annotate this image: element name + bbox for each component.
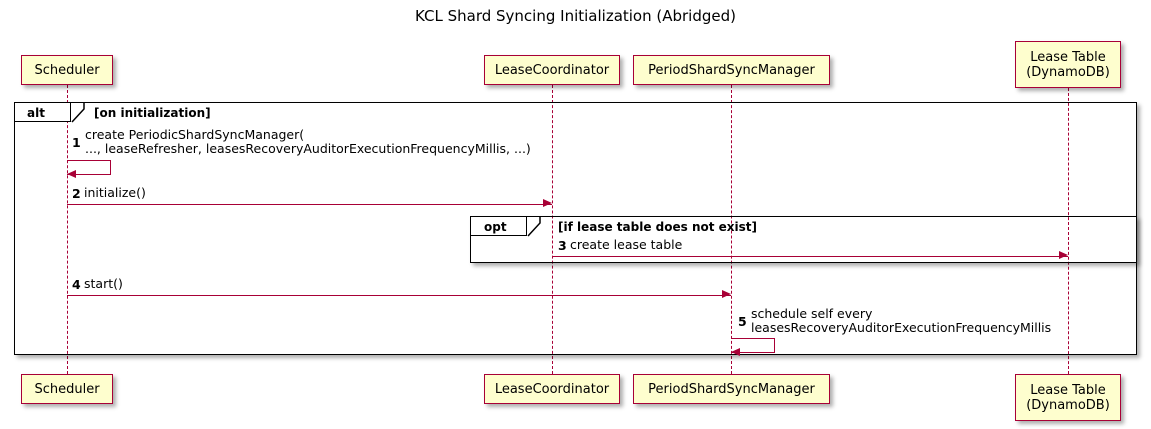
participant-scheduler-top[interactable]: Scheduler (21, 55, 113, 85)
lifeline-leasetable (1068, 88, 1069, 374)
alt-fragment-label: alt (27, 106, 45, 120)
message-3-label: create lease table (570, 237, 683, 252)
message-3-line[interactable] (552, 256, 1068, 257)
message-5-self-loop[interactable] (731, 338, 775, 353)
message-1-sequence-number: 1 (72, 135, 81, 150)
alt-fragment-condition: [on initialization] (94, 106, 211, 120)
message-1-label: create PeriodicShardSyncManager( ..., le… (85, 127, 531, 156)
lifeline-scheduler (67, 85, 68, 374)
message-2-line[interactable] (67, 204, 552, 205)
message-3-sequence-number: 3 (558, 238, 567, 253)
opt-fragment (470, 216, 1137, 263)
message-5-arrowhead-icon (731, 348, 740, 356)
message-2-arrowhead-icon (543, 199, 552, 207)
opt-fragment-tab-corner-icon (527, 217, 541, 241)
participant-leasetable-bottom[interactable]: Lease Table (DynamoDB) (1015, 374, 1121, 421)
lifeline-leasecoordinator (552, 85, 553, 374)
alt-fragment-tab (15, 103, 71, 122)
message-4-sequence-number: 4 (72, 277, 81, 292)
message-1-self-loop[interactable] (67, 160, 111, 175)
opt-fragment-tab (471, 217, 527, 236)
participant-leasecoordinator-bottom[interactable]: LeaseCoordinator (484, 374, 620, 404)
message-5-sequence-number: 5 (738, 314, 747, 329)
message-5-label: schedule self every leasesRecoveryAudito… (751, 306, 1052, 335)
participant-periodshardsyncmanager-top[interactable]: PeriodShardSyncManager (633, 55, 830, 85)
message-2-sequence-number: 2 (72, 186, 81, 201)
participant-leasecoordinator-top[interactable]: LeaseCoordinator (484, 55, 620, 85)
message-4-line[interactable] (67, 295, 731, 296)
participant-periodshardsyncmanager-bottom[interactable]: PeriodShardSyncManager (633, 374, 830, 404)
lifeline-periodshardsyncmanager (731, 85, 732, 374)
message-4-label: start() (84, 276, 123, 291)
participant-leasetable-top[interactable]: Lease Table (DynamoDB) (1015, 41, 1121, 88)
participant-scheduler-bottom[interactable]: Scheduler (21, 374, 113, 404)
message-4-arrowhead-icon (722, 290, 731, 298)
message-3-arrowhead-icon (1059, 251, 1068, 259)
alt-fragment-tab-corner-icon (71, 103, 85, 127)
diagram-title: KCL Shard Syncing Initialization (Abridg… (415, 7, 736, 25)
opt-fragment-condition: [if lease table does not exist] (558, 220, 758, 234)
message-2-label: initialize() (84, 185, 146, 200)
message-1-arrowhead-icon (67, 170, 76, 178)
opt-fragment-label: opt (484, 220, 507, 234)
